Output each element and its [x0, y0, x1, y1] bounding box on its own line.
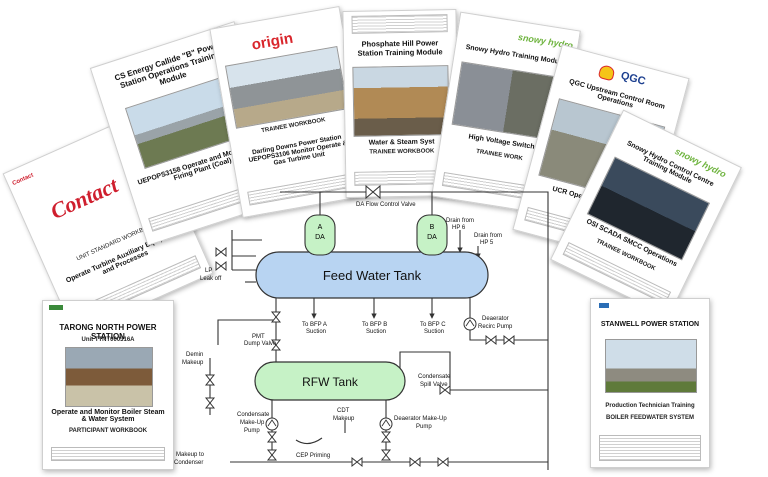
rfw-tank-label: RFW Tank	[302, 375, 359, 389]
deaerator-makeup-label-1: Deaerator Make-Up	[394, 416, 447, 422]
da-b-vessel	[416, 214, 448, 256]
recirc-line	[469, 298, 548, 341]
tarong-table	[51, 447, 165, 461]
bfp-b-label-1: To BFP B	[362, 322, 387, 328]
da-a-vessel	[304, 214, 336, 256]
deaerator-makeup-valve-icon-2	[380, 449, 392, 461]
tarong-body: Operate and Monitor Boiler Steam & Water…	[51, 409, 165, 423]
deaerator-makeup-label-2: Pump	[416, 424, 432, 430]
cond-makeup-label-2: Make-Up	[240, 420, 265, 426]
demin-label-2: Makeup	[182, 360, 204, 366]
bfp-c-label-1: To BFP C	[420, 322, 446, 328]
left-loop	[217, 319, 276, 345]
doc-stanwell: STANWELL POWER STATION Production Techni…	[590, 298, 710, 468]
feed-water-tank	[255, 251, 489, 299]
bfp-b-label-2: Suction	[366, 329, 386, 335]
drain-hp5-label-2: HP 5	[480, 240, 494, 246]
deaerator-makeup-pump-icon	[379, 417, 393, 431]
deaerator-recirc-label-1: Deaerator	[482, 316, 509, 322]
bottom-valve-icon-1	[351, 456, 363, 468]
demin-valve-icon-2	[204, 397, 216, 409]
doc-tarong: TARONG NORTH POWER STATION Unit TTNT0003…	[42, 300, 174, 470]
pmt-dump-label-2: Dump Valve	[244, 341, 277, 347]
drain-hp5-label-1: Drain from	[474, 233, 502, 239]
da-b-label-2: DA	[427, 234, 437, 241]
tarong-title: TARONG NORTH POWER STATION	[59, 323, 157, 341]
demin-label-1: Demin	[186, 352, 203, 358]
cep-line	[295, 437, 323, 445]
tarong-unit: Unit TTNT000316A	[81, 337, 135, 343]
rfw-tank	[254, 361, 406, 401]
makeup-condenser-label-2: Condenser	[174, 460, 203, 466]
da-flow-control-valve-icon	[365, 184, 381, 200]
lp-leak-label-2: Leak off	[200, 276, 222, 282]
da-b-label-1: B	[430, 224, 435, 231]
cond-spill-line	[399, 351, 548, 391]
bottom-valve-icon-2	[409, 456, 421, 468]
da-flow-valve-label: DA Flow Control Valve	[356, 202, 416, 208]
recirc-valve-icon-1	[485, 334, 497, 346]
pmt-dump-valve-icon	[270, 311, 282, 323]
stanwell-table	[599, 435, 701, 461]
recirc-valve-icon-2	[503, 334, 515, 346]
pmt-valve-icon-2	[270, 339, 282, 351]
drain-hp6-label-1: Drain from	[446, 218, 474, 224]
cond-spill-valve-icon	[439, 384, 451, 396]
cond-makeup-label-3: Pump	[244, 428, 260, 434]
cdt-label-2: Makeup	[333, 416, 355, 422]
tarong-workbook: PARTICIPANT WORKBOOK	[68, 428, 148, 434]
tarong-photo	[65, 347, 153, 407]
da-a-label-1: A	[318, 224, 323, 231]
stanwell-logo	[599, 303, 609, 308]
deaerator-makeup-valve-icon-1	[380, 431, 392, 443]
stanwell-sub2: BOILER FEEDWATER SYSTEM	[606, 415, 694, 421]
cond-spill-label-2: Spill Valve	[420, 382, 448, 388]
tarong-logo	[49, 305, 63, 310]
pmt-dump-label-1: PMT	[252, 334, 265, 340]
lp-valve-icon-2	[215, 246, 227, 258]
cep-priming-label: CEP Priming	[296, 453, 330, 459]
lp-valve-icon-1	[215, 260, 227, 272]
lp-leak-label-1: LP	[205, 268, 212, 274]
drain-hp6-label-2: HP 6	[452, 225, 466, 231]
demin-valve-icon-1	[204, 374, 216, 386]
cdt-label-1: CDT	[337, 408, 350, 414]
bfp-a-label-1: To BFP A	[302, 322, 327, 328]
cond-makeup-pump-icon	[265, 417, 279, 431]
cond-makeup-valve-icon-1	[266, 431, 278, 443]
deaerator-recirc-pump-icon	[463, 317, 477, 331]
stanwell-photo	[605, 339, 697, 393]
bfp-c-label-2: Suction	[424, 329, 444, 335]
cond-spill-label-1: Condensate	[418, 374, 451, 380]
stanwell-title: STANWELL POWER STATION	[600, 321, 700, 328]
bfp-a-label-2: Suction	[306, 329, 326, 335]
feed-water-tank-label: Feed Water Tank	[323, 268, 422, 283]
deaerator-recirc-label-2: Recirc Pump	[478, 324, 513, 330]
stanwell-sub1: Production Technician Training	[605, 403, 695, 409]
da-a-label-2: DA	[315, 234, 325, 241]
cond-makeup-label-1: Condensate	[237, 412, 270, 418]
makeup-condenser-label-1: Makeup to	[176, 452, 205, 458]
cond-makeup-valve-icon-2	[266, 449, 278, 461]
bottom-valve-icon-3	[437, 456, 449, 468]
